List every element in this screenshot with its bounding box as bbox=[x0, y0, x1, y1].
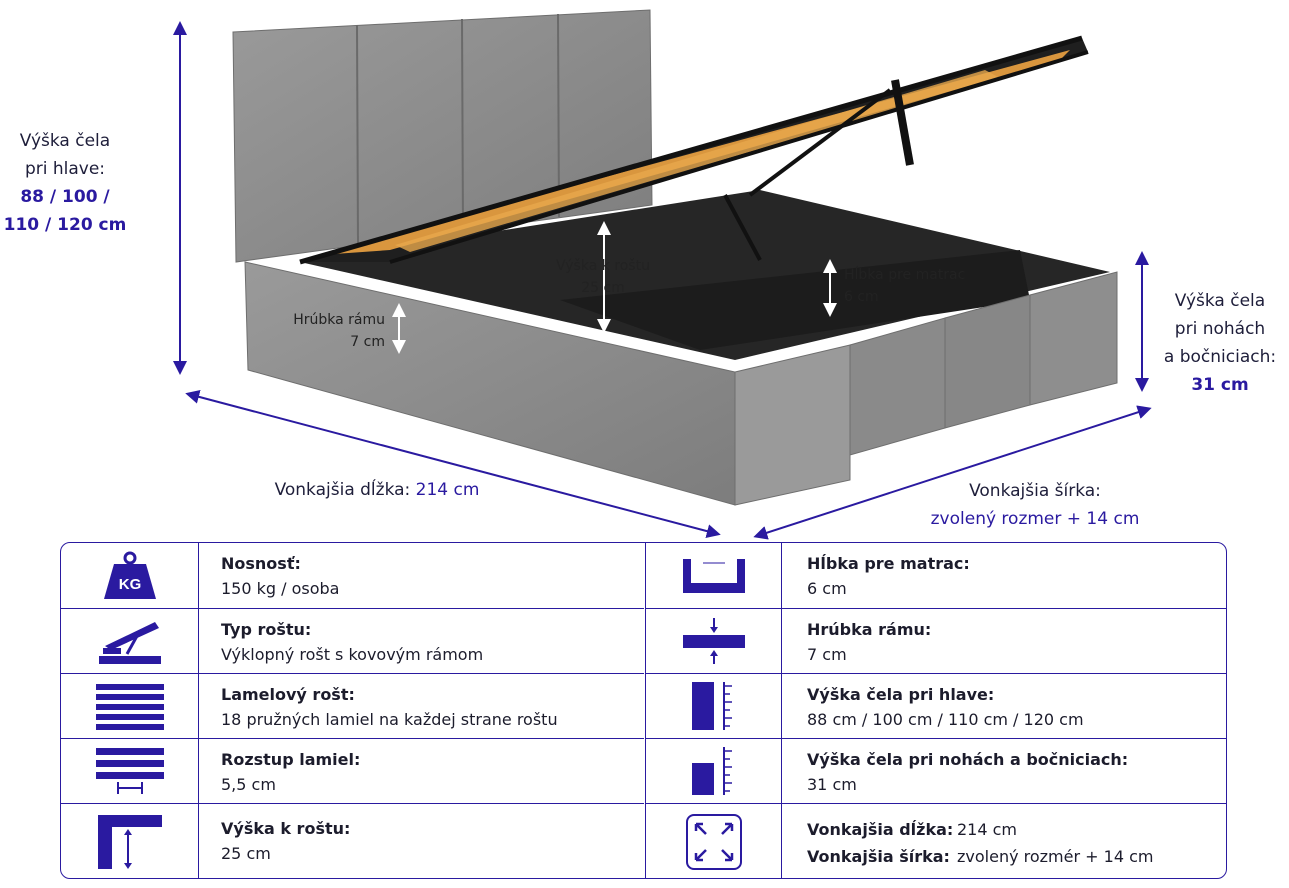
spec-row-slat-height: Výška k roštu: 25 cm bbox=[61, 803, 644, 878]
spec-title: Typ roštu: bbox=[221, 620, 312, 639]
head-height-label: Výška čela pri hlave: 88 / 100 / 110 / 1… bbox=[3, 131, 127, 235]
spec-value: 6 cm bbox=[807, 579, 847, 598]
spec-value: 25 cm bbox=[221, 844, 271, 863]
spec-title: Výška k roštu: bbox=[221, 819, 351, 838]
slat-frame bbox=[299, 35, 1089, 265]
outer-width-label: Vonkajšia šírka: zvolený rozmer + 14 cm bbox=[930, 481, 1140, 529]
spec-row-capacity: KG Nosnosť: 150 kg / osoba bbox=[61, 543, 644, 608]
kg-weight-icon: KG bbox=[61, 543, 199, 608]
spec-value: 7 cm bbox=[807, 645, 847, 664]
width-arrow bbox=[753, 405, 1152, 540]
spec-row-slat-type: Typ roštu: Výklopný rošt s kovovým rámom bbox=[61, 608, 644, 673]
spec-value: 214 cm bbox=[957, 820, 1018, 839]
lift-slat-icon bbox=[61, 609, 199, 673]
spec-value: 18 pružných lamiel na každej strane rošt… bbox=[221, 710, 558, 729]
spec-title: Výška čela pri hlave: bbox=[807, 685, 995, 704]
outer-length-label: Vonkajšia dĺžka: 214 cm bbox=[274, 480, 480, 500]
spec-row-slats: Lamelový rošt: 18 pružných lamiel na kaž… bbox=[61, 673, 644, 738]
outer-width-row: Vonkajšia šírka: zvolený rozmér + 14 cm bbox=[807, 843, 1221, 870]
spec-value: 31 cm bbox=[807, 775, 857, 794]
spec-row-frame-thickness: Hrúbka rámu: 7 cm bbox=[646, 608, 1226, 673]
slat-height-label: Výška k roštu 25 cm bbox=[556, 258, 650, 296]
frame-thickness-label: Hrúbka rámu 7 cm bbox=[293, 312, 385, 350]
svg-text:KG: KG bbox=[118, 576, 141, 593]
spec-value: 5,5 cm bbox=[221, 775, 276, 794]
slats-stack-icon bbox=[61, 674, 199, 738]
slat-spacing-icon bbox=[61, 739, 199, 803]
frame-thickness-icon bbox=[646, 609, 782, 673]
foot-rail bbox=[734, 344, 851, 506]
spec-row-mattress-depth: Hĺbka pre matrac: 6 cm bbox=[646, 543, 1226, 608]
spec-title: Výška čela pri nohách a bočniciach: bbox=[807, 750, 1129, 769]
spec-title: Rozstup lamiel: bbox=[221, 750, 361, 769]
mattress-depth-label: Hĺbka pre matrac 6 cm bbox=[844, 267, 966, 305]
spec-value: zvolený rozmér + 14 cm bbox=[957, 847, 1154, 866]
spec-value: 150 kg / osoba bbox=[221, 579, 340, 598]
foot-height-label: Výška čela pri nohách a bočniciach: 31 c… bbox=[1163, 291, 1277, 395]
spec-row-footboard-height: Výška čela pri nohách a bočniciach: 31 c… bbox=[646, 738, 1226, 803]
mattress-depth-icon bbox=[646, 543, 782, 608]
spec-title: Vonkajšia dĺžka: bbox=[807, 820, 954, 839]
spec-title: Hrúbka rámu: bbox=[807, 620, 932, 639]
length-arrow bbox=[185, 390, 721, 538]
spec-row-outer-dimensions: Vonkajšia dĺžka: 214 cm Vonkajšia šírka:… bbox=[646, 803, 1226, 878]
spec-title: Hĺbka pre matrac: bbox=[807, 554, 970, 573]
spec-title: Nosnosť: bbox=[221, 554, 301, 573]
spec-table: KG Nosnosť: 150 kg / osoba Typ roštu: Vý… bbox=[60, 542, 1227, 879]
outer-dimensions-icon bbox=[646, 804, 782, 878]
bed-diagram: Výška čela pri hlave: 88 / 100 / 110 / 1… bbox=[3, 9, 1277, 540]
spec-column-left: KG Nosnosť: 150 kg / osoba Typ roštu: Vý… bbox=[61, 543, 644, 878]
spec-row-headboard-height: Výška čela pri hlave: 88 cm / 100 cm / 1… bbox=[646, 673, 1226, 738]
slat-height-icon bbox=[61, 804, 199, 878]
footboard-height-icon bbox=[646, 739, 782, 803]
spec-row-slat-spacing: Rozstup lamiel: 5,5 cm bbox=[61, 738, 644, 803]
spec-column-right: Hĺbka pre matrac: 6 cm Hrúbka rámu: 7 cm… bbox=[645, 543, 1226, 878]
spec-value: 88 cm / 100 cm / 110 cm / 120 cm bbox=[807, 710, 1084, 729]
bed-illustration bbox=[173, 9, 1152, 540]
outer-length-row: Vonkajšia dĺžka: 214 cm bbox=[807, 816, 1221, 843]
spec-value: Výklopný rošt s kovovým rámom bbox=[221, 645, 484, 664]
spec-title: Vonkajšia šírka: bbox=[807, 847, 950, 866]
spec-title: Lamelový rošt: bbox=[221, 685, 355, 704]
headboard-height-icon bbox=[646, 674, 782, 738]
